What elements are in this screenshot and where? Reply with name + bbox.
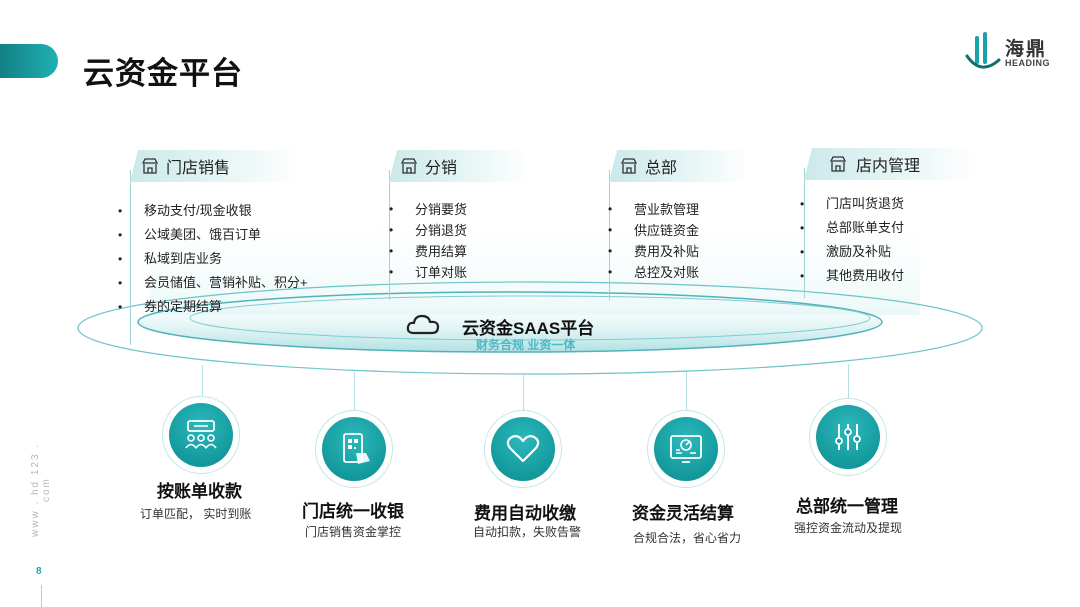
feature-title: 总部统一管理 (796, 497, 898, 516)
store-icon (830, 156, 846, 172)
category-label: 分销 (425, 160, 458, 177)
list-item: 营业款管理 (608, 199, 699, 220)
category-tag-store-sales: 门店销售 (130, 150, 300, 182)
dashboard-icon (670, 435, 702, 463)
list-item: 门店叫货退货 (800, 192, 904, 216)
list-item: 费用及补贴 (608, 241, 699, 262)
list-item: 移动支付/现金收银 (118, 199, 308, 223)
billing-people-icon (185, 420, 217, 449)
page-title: 云资金平台 (83, 56, 243, 91)
connector-line (354, 372, 355, 410)
feature-title: 按账单收款 (157, 482, 242, 501)
connector-line (848, 364, 849, 398)
platform-subtitle: 财务合规 业资一体 (476, 338, 576, 352)
heart-icon (506, 435, 540, 463)
connector-line (202, 365, 203, 397)
list-item: 公域美团、饿百订单 (118, 223, 308, 247)
list-item: 私域到店业务 (118, 247, 308, 271)
category-label: 门店销售 (166, 160, 231, 177)
category-label: 店内管理 (856, 158, 921, 175)
category-list-store-sales: 移动支付/现金收银 公域美团、饿百订单 私域到店业务 会员储值、营销补贴、积分+… (118, 199, 308, 319)
store-icon (621, 158, 637, 174)
feature-icon-circle (315, 410, 393, 488)
platform-title: 云资金SAAS平台 (462, 319, 595, 338)
connector-line (523, 374, 524, 410)
sliders-icon (835, 424, 861, 450)
store-icon (142, 158, 158, 174)
category-tag-headquarters: 总部 (609, 150, 749, 182)
list-item: 总控及对账 (608, 262, 699, 283)
category-label: 总部 (645, 160, 678, 177)
logo-name-cn: 海鼎 (1005, 39, 1048, 60)
qr-pay-icon (343, 433, 370, 464)
list-item: 其他费用收付 (800, 264, 904, 288)
page-number-divider (41, 585, 42, 607)
cloud-icon (406, 314, 440, 335)
feature-title: 资金灵活结算 (632, 504, 734, 523)
connector-line (686, 372, 687, 410)
list-item: 总部账单支付 (800, 216, 904, 240)
list-item: 券的定期结算 (118, 295, 308, 319)
list-item: 订单对账 (389, 262, 467, 283)
feature-icon-circle (162, 396, 240, 474)
list-item: 激励及补贴 (800, 240, 904, 264)
feature-title: 费用自动收缴 (474, 504, 576, 523)
page-number: 8 (36, 566, 42, 577)
list-item: 分销退货 (389, 220, 467, 241)
logo-name-en: HEADING (1005, 58, 1051, 68)
list-item: 供应链资金 (608, 220, 699, 241)
category-list-headquarters: 营业款管理 供应链资金 费用及补贴 总控及对账 (608, 199, 699, 283)
heading-logo-icon (965, 32, 1001, 69)
feature-icon-circle (484, 410, 562, 488)
feature-desc: 门店销售资金掌控 (305, 525, 402, 539)
category-tag-distribution: 分销 (389, 150, 529, 182)
feature-desc: 自动扣款，失败告警 (473, 525, 582, 539)
store-icon (401, 158, 417, 174)
feature-icon-circle (809, 398, 887, 476)
category-list-instore-management: 门店叫货退货 总部账单支付 激励及补贴 其他费用收付 (800, 192, 904, 288)
title-accent-bar (0, 44, 58, 78)
category-list-distribution: 分销要货 分销退货 费用结算 订单对账 (389, 199, 467, 283)
feature-desc: 强控资金流动及提现 (794, 521, 903, 535)
feature-icon-circle (647, 410, 725, 488)
list-item: 费用结算 (389, 241, 467, 262)
list-item: 会员储值、营销补贴、积分+ (118, 271, 308, 295)
category-tag-instore-management: 店内管理 (804, 148, 974, 180)
feature-desc: 订单匹配， 实时到账 (140, 507, 252, 521)
list-item: 分销要货 (389, 199, 467, 220)
feature-desc: 合规合法，省心省力 (633, 531, 742, 545)
feature-title: 门店统一收银 (302, 502, 404, 521)
